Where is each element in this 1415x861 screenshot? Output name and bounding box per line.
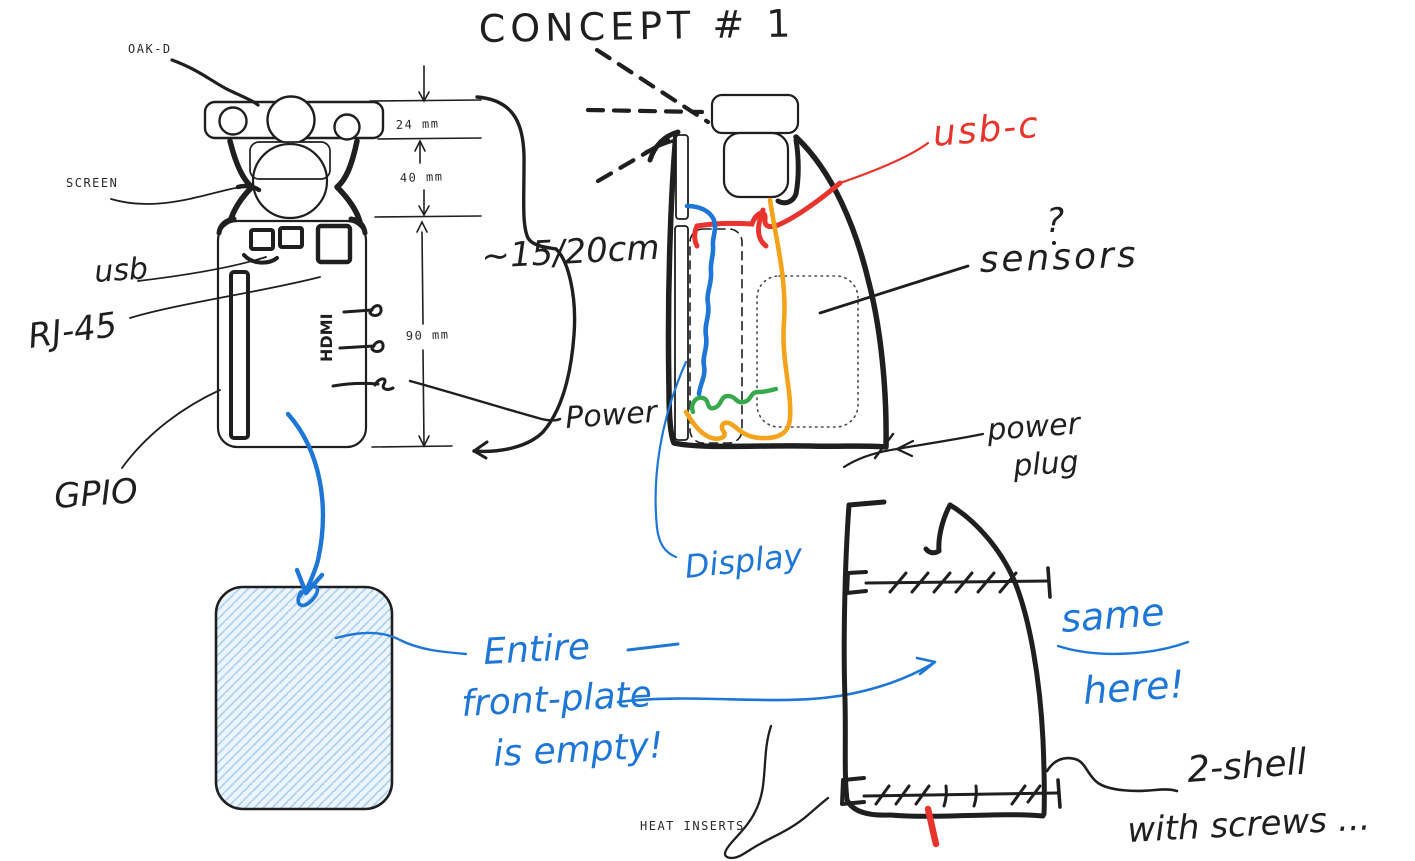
rj45-label: RJ-45 bbox=[26, 305, 120, 357]
shell-red-mark bbox=[924, 805, 940, 848]
overall-height-label: ~15/20cm bbox=[480, 228, 660, 277]
side-camera-body bbox=[722, 131, 790, 199]
side-view bbox=[644, 93, 895, 460]
front-plate-note-2: front-plate bbox=[460, 674, 652, 725]
shell-note-1: 2-shell bbox=[1186, 742, 1308, 791]
camera-lens-left bbox=[218, 106, 248, 136]
sensors-question-mark: ? bbox=[1046, 201, 1064, 241]
shell-view bbox=[840, 499, 1062, 819]
screw-bottom bbox=[862, 778, 1062, 809]
front-plate bbox=[214, 585, 394, 811]
same-underline bbox=[1056, 640, 1190, 656]
sensors-dotted-zone bbox=[756, 275, 859, 428]
sensors-leader bbox=[818, 264, 970, 315]
display-leader bbox=[654, 360, 688, 559]
camera-lens-center bbox=[266, 95, 316, 145]
shell-top-edge bbox=[846, 499, 887, 508]
power-plug-label-2: plug bbox=[1011, 445, 1080, 485]
screen-circle bbox=[251, 142, 329, 220]
oakd-label: OAK-D bbox=[128, 42, 172, 56]
dim-24mm: 24 mm bbox=[396, 116, 440, 132]
shell-left-edge bbox=[841, 502, 852, 803]
front-view bbox=[203, 95, 395, 449]
gpio-label: GPIO bbox=[53, 471, 139, 517]
screen-frame bbox=[249, 141, 331, 180]
dim-40mm: 40 mm bbox=[400, 169, 444, 185]
oakd-leader bbox=[170, 58, 260, 107]
bottom-cross-tick bbox=[873, 432, 895, 460]
display-label: Display bbox=[683, 536, 805, 586]
screen-leader bbox=[110, 183, 262, 205]
power-plug-leader bbox=[842, 432, 985, 469]
wire-red-usbc bbox=[692, 141, 930, 249]
front-plate-arrow bbox=[285, 411, 326, 608]
shell-note-leader bbox=[1045, 756, 1179, 793]
shell-note-2: with screws ... bbox=[1126, 798, 1371, 851]
wire-blue-display bbox=[684, 203, 718, 397]
front-plate-note-leader bbox=[334, 631, 680, 656]
concept-title: CONCEPT # 1 bbox=[478, 1, 795, 51]
rj45-leader bbox=[129, 276, 321, 319]
body-outline bbox=[216, 219, 368, 449]
height-brace bbox=[472, 95, 577, 460]
question-dot bbox=[1052, 241, 1056, 245]
shell-right-edge bbox=[947, 502, 1047, 817]
shell-peak bbox=[923, 502, 953, 556]
shell-bottom-edge bbox=[844, 797, 1046, 819]
hdmi-label: HDMI bbox=[317, 313, 336, 362]
camera-bracket bbox=[775, 137, 801, 206]
camera-lens-right bbox=[333, 113, 361, 141]
side-camera-top bbox=[710, 93, 800, 135]
screw-top bbox=[864, 566, 1052, 599]
heat-inserts-leader bbox=[723, 724, 830, 860]
hdmi-arrows bbox=[331, 304, 395, 391]
gpio-leader bbox=[121, 389, 221, 469]
power-plug-label-1: power bbox=[985, 406, 1083, 448]
rj45-port bbox=[315, 223, 353, 265]
front-plate-note-3: is empty! bbox=[492, 725, 664, 775]
front-plate-note-1: Entire bbox=[482, 626, 591, 673]
dimension-lines bbox=[369, 65, 482, 448]
same-here-label-1: same bbox=[1060, 590, 1166, 641]
body-corner-strokes bbox=[216, 216, 368, 236]
usb-ports bbox=[242, 226, 304, 265]
display-panel-upper bbox=[675, 134, 689, 220]
display-dashed-zone bbox=[689, 228, 743, 444]
same-here-arrow bbox=[616, 656, 937, 704]
gpio-header bbox=[229, 270, 250, 440]
screw-notch-top bbox=[845, 570, 868, 595]
sensors-label: sensors bbox=[979, 234, 1139, 281]
display-panel-lower bbox=[674, 225, 689, 441]
usb-label: usb bbox=[93, 251, 149, 290]
power-label: Power bbox=[564, 395, 660, 436]
heat-inserts-label: HEAT INSERTS bbox=[640, 819, 745, 833]
wire-green bbox=[690, 386, 779, 415]
dim-90mm: 90 mm bbox=[406, 327, 450, 343]
screen-label: SCREEN bbox=[66, 176, 118, 190]
screw-notch-bottom bbox=[840, 776, 866, 806]
power-leader bbox=[408, 379, 562, 422]
usbc-label: usb-c bbox=[931, 105, 1041, 155]
side-outline bbox=[665, 131, 889, 450]
same-here-label-2: here! bbox=[1082, 662, 1187, 713]
side-topleft-hook bbox=[647, 129, 681, 163]
wire-orange bbox=[683, 197, 793, 441]
usb-leader bbox=[137, 256, 267, 282]
